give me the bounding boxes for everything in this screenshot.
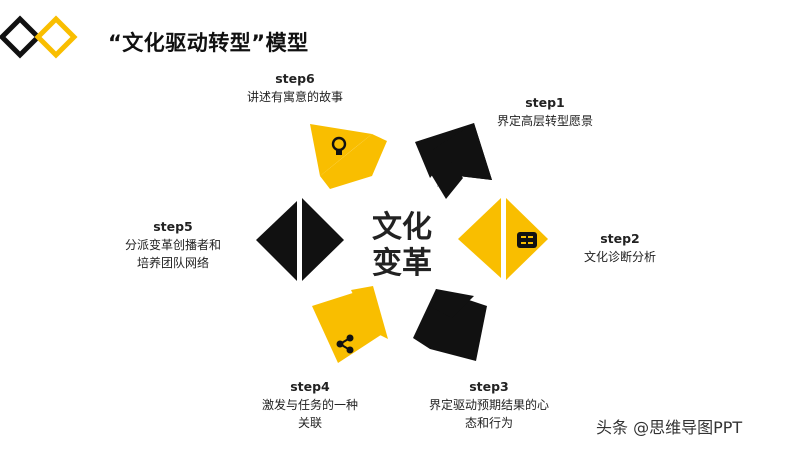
step3-shape [413, 289, 487, 361]
step4-label: step4 [290, 379, 330, 394]
center-line-2: 变革 [372, 246, 432, 281]
page-title: “文化驱动转型”模型 [108, 31, 309, 55]
watermark: 头条 @思维导图PPT [596, 418, 743, 437]
step5-desc: 分派变革创播者和 培养团队网络 [124, 238, 221, 270]
step1-shape [415, 123, 492, 199]
step5-text: step5 分派变革创播者和 培养团队网络 [108, 218, 238, 272]
center-line-1: 文化 [372, 210, 432, 245]
step6-text: step6 讲述有寓意的故事 [225, 70, 365, 106]
step3-label: step3 [469, 379, 509, 394]
step3-desc: 界定驱动预期结果的心 态和行为 [428, 398, 549, 430]
logo-diamonds [0, 15, 78, 59]
step3-text: step3 界定驱动预期结果的心 态和行为 [414, 378, 564, 432]
step6-desc: 讲述有寓意的故事 [246, 90, 343, 104]
share-icon [336, 334, 354, 354]
step2-text: step2 文化诊断分析 [560, 230, 680, 266]
step6-shape [310, 124, 387, 189]
step5-label: step5 [153, 219, 193, 234]
step2-desc: 文化诊断分析 [583, 250, 656, 264]
step6-label: step6 [275, 71, 315, 86]
step1-label: step1 [525, 95, 565, 110]
step4-text: step4 激发与任务的一种 关联 [245, 378, 375, 432]
center-label: 文化 变革 [364, 210, 440, 282]
step4-desc: 激发与任务的一种 关联 [261, 398, 358, 430]
step2-label: step2 [600, 231, 640, 246]
step1-text: step1 界定高层转型愿景 [470, 94, 620, 130]
list-icon [517, 232, 537, 248]
step4-shape [312, 286, 388, 363]
step5-shape [256, 198, 344, 281]
lightbulb-icon [331, 136, 347, 155]
step1-desc: 界定高层转型愿景 [496, 114, 593, 128]
